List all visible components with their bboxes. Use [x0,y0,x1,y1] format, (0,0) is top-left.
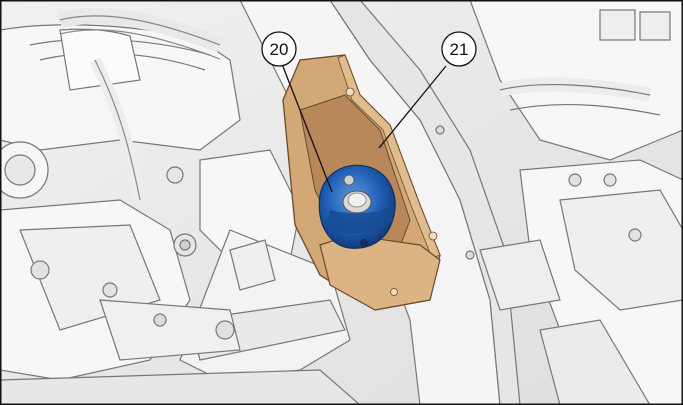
hoses-lineart [58,7,223,202]
engine-mount [318,164,396,249]
right-components-lineart [469,0,683,405]
leader-line-20 [281,63,333,193]
callout-21: 21 [441,31,477,67]
leader-line-21 [378,65,447,149]
callout-label-21: 21 [450,40,469,59]
callout-leaders [281,63,447,193]
callout-20: 20 [261,31,297,67]
engine-block-lineart [0,24,361,405]
callout-label-20: 20 [270,40,289,59]
